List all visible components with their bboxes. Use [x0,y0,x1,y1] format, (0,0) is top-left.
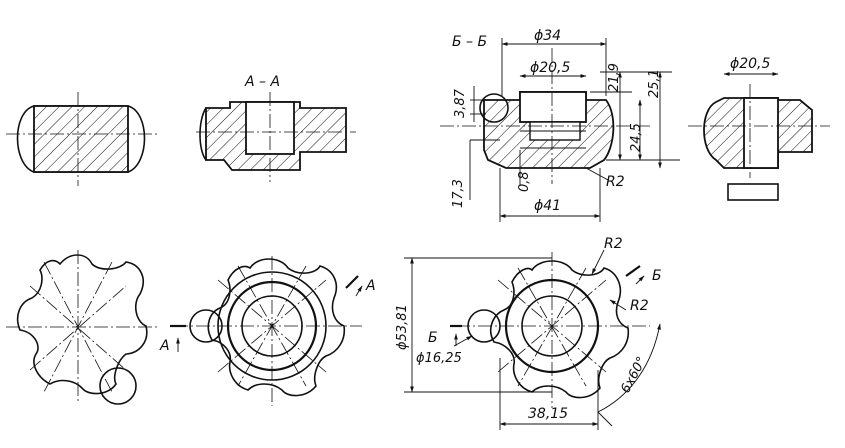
dim-d53-81: ϕ53,81 [395,304,410,350]
dim-h17-3: 17,3 [451,179,466,208]
section-b-label: Б – Б [452,34,487,50]
section-b-b-view: Б – Б ϕ34 ϕ20,5 3,87 17,3 0,8 ϕ41 R2 [440,28,680,222]
dim-d16-25: ϕ16,25 [416,351,462,366]
arrow-a-left: А [159,338,170,354]
front-view-dimensioned: ϕ53,81 ϕ16,25 Б Б R2 R2 38,15 6x60° [395,236,662,430]
dim-h3-87: 3,87 [453,88,468,118]
section-a-label: А – А [244,74,280,90]
dim-d41: ϕ41 [534,198,561,214]
dim-r2-top: R2 [604,236,623,252]
dim-angle: 6x60° [618,354,650,395]
dim-h24-5: 24,5 [629,123,644,152]
side-view-blank [6,92,158,186]
dim-r2-section: R2 [606,174,625,190]
front-view-machined: А А [159,256,376,406]
section-a-a-view: А – А [196,74,356,182]
dim-h21-9: 21,9 [607,63,622,92]
dim-h0-8: 0,8 [517,171,532,192]
dim-d20-5-left: ϕ20,5 [530,60,571,76]
front-view-blank [6,250,160,405]
dim-d38-15: 38,15 [528,406,568,422]
dim-h25-1: 25,1 [647,69,662,98]
dim-r2-mid: R2 [630,298,649,314]
arrow-b-left: Б [428,330,438,346]
arrow-b-right: Б [652,268,662,284]
arrow-a-right: А [365,278,376,294]
partial-section-view: ϕ20,5 [688,56,830,201]
dim-d34: ϕ34 [534,28,561,44]
dim-d20-5-right: ϕ20,5 [730,56,771,72]
